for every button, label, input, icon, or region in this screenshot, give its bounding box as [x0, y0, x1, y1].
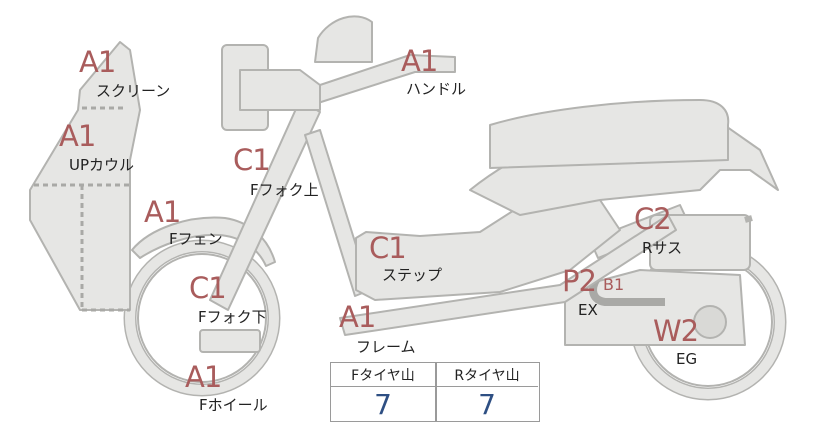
- front-fender-shape: [131, 216, 276, 267]
- upper-cowl-label: UPカウル: [69, 156, 135, 174]
- screen-label: スクリーン: [96, 82, 171, 100]
- front-fender-label: Fフェン: [169, 230, 223, 248]
- frame-label: フレーム: [356, 338, 416, 356]
- rear-tire-header: Rタイヤ山: [436, 363, 538, 387]
- front-fender-grade: A1: [144, 195, 181, 229]
- tire-tread-table: Fタイヤ山 Rタイヤ山 7 7: [330, 362, 540, 422]
- rear-suspension-label: Rサス: [642, 239, 683, 257]
- engine-grade: W2: [653, 314, 699, 348]
- exhaust-sub-grade: B1: [603, 275, 625, 294]
- handle-label: ハンドル: [406, 80, 467, 98]
- fork-upper-grade: C1: [233, 143, 271, 177]
- rear-tire-value: 7: [478, 387, 496, 421]
- front-tire-header: Fタイヤ山: [331, 363, 435, 387]
- screen-grade: A1: [79, 45, 116, 79]
- frame-rail-shape: [339, 214, 677, 336]
- seat-shape: [489, 99, 730, 169]
- step-shape: [355, 199, 621, 301]
- handle-grade: A1: [401, 44, 438, 78]
- step-grade: C1: [369, 231, 407, 265]
- step-label: ステップ: [382, 266, 443, 284]
- fork-lower-grade: C1: [189, 271, 227, 305]
- engine-label: EG: [676, 350, 698, 368]
- frame-grade: A1: [339, 300, 376, 334]
- upper-cowl-grade: A1: [59, 119, 96, 153]
- rear-suspension-grade: C2: [634, 202, 672, 236]
- fork-lower-label: Fフォク下: [198, 308, 267, 326]
- tire-table-divider: [435, 363, 437, 421]
- front-tire-value: 7: [374, 387, 392, 421]
- front-wheel-label: Fホイール: [199, 396, 268, 414]
- exhaust-grade: P2: [562, 264, 597, 298]
- front-panel-shape: [199, 329, 261, 353]
- front-wheel-grade: A1: [185, 360, 222, 394]
- fork-upper-label: Fフォク上: [250, 181, 319, 199]
- exhaust-label: EX: [578, 301, 598, 319]
